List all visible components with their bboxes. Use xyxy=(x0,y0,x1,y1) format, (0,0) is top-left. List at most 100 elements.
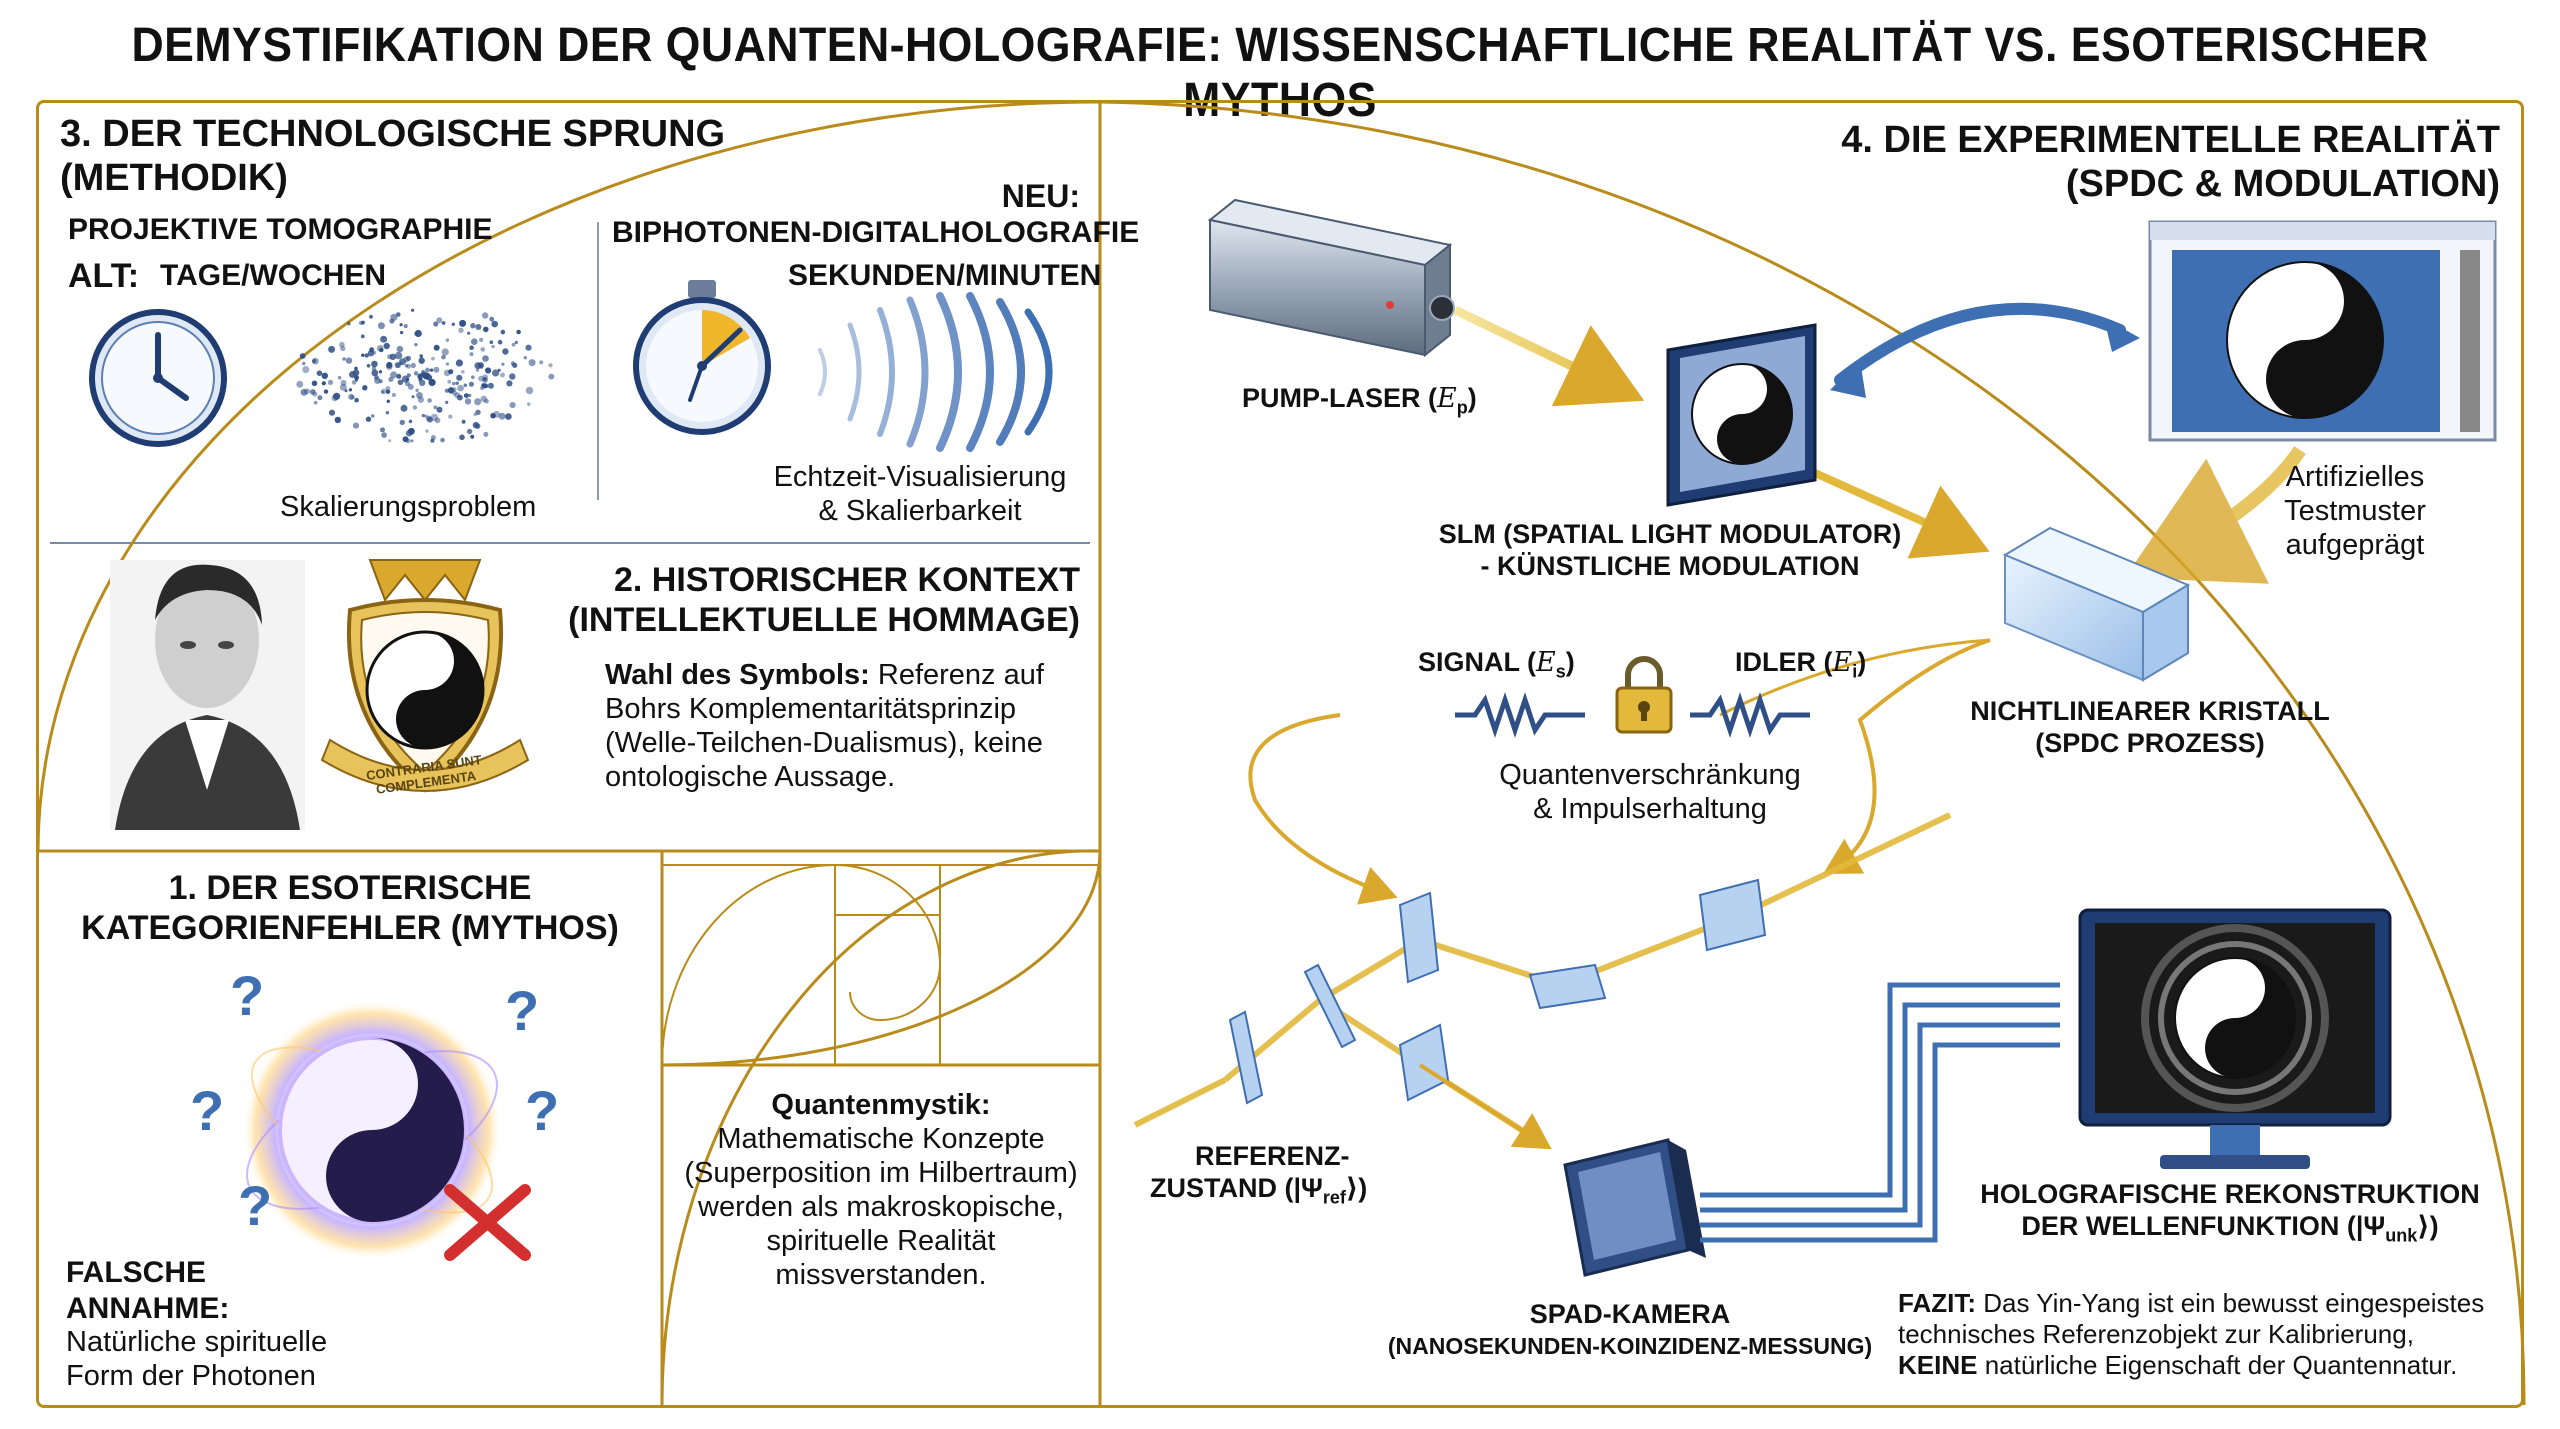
holographic-reconstruction-label: HOLOGRAFISCHE REKONSTRUKTION DER WELLENF… xyxy=(1980,1179,2480,1246)
scatter-dot xyxy=(412,405,418,410)
scatter-dot xyxy=(316,370,323,377)
scatter-dot xyxy=(366,364,371,368)
scatter-dot xyxy=(472,421,480,429)
data-cables xyxy=(1700,982,2060,1243)
scatter-dot xyxy=(474,398,482,406)
pump-laser-label: PUMP-LASER (Ep) xyxy=(1242,383,1477,418)
scatter-dot xyxy=(454,392,461,399)
scatter-dot xyxy=(400,404,408,412)
scatter-dot xyxy=(470,323,476,329)
spiral-arc-2 xyxy=(1099,100,2526,1406)
signal-wave xyxy=(1455,692,1585,738)
section1-heading: 1. DER ESOTERISCHE KATEGORIENFEHLER (MYT… xyxy=(81,869,619,947)
scatter-dot xyxy=(441,321,446,325)
scatter-dot xyxy=(525,386,534,395)
scatter-dot xyxy=(386,361,393,369)
scatter-dot xyxy=(457,384,464,392)
scatter-dot xyxy=(509,373,516,380)
scatter-dot xyxy=(498,412,506,420)
scatter-dot xyxy=(505,413,512,420)
stopwatch-icon xyxy=(633,280,771,435)
scatter-dot xyxy=(354,397,359,403)
old-tag: ALT: xyxy=(68,257,140,295)
scatter-dot xyxy=(428,378,436,387)
scatter-dot xyxy=(482,312,489,319)
scatter-dot xyxy=(421,371,427,377)
scatter-dot xyxy=(405,377,410,382)
scatter-dot xyxy=(539,360,544,365)
scatter-dot xyxy=(512,362,518,368)
scatter-dot xyxy=(389,318,395,324)
scatter-dot xyxy=(339,341,345,348)
scatter-dot xyxy=(483,377,487,381)
scatter-dot xyxy=(456,374,463,381)
scatter-dot xyxy=(501,362,505,366)
scatter-dot xyxy=(381,388,387,395)
scatter-dot xyxy=(317,395,323,401)
scatter-dot xyxy=(410,362,416,369)
scatter-dot xyxy=(461,419,466,424)
scatter-dot xyxy=(405,429,413,437)
scatter-dot xyxy=(433,366,440,373)
scatter-dot xyxy=(528,359,536,367)
svg-text:?: ? xyxy=(525,1079,559,1142)
scatter-dot xyxy=(548,373,555,380)
scatter-dot xyxy=(490,412,496,419)
clock-icon xyxy=(89,309,227,447)
scatter-dot xyxy=(426,416,433,423)
mystic-yin-yang-icon xyxy=(242,1000,502,1260)
scatter-dot xyxy=(391,393,396,397)
scatter-dot xyxy=(469,352,474,357)
monitor-icon xyxy=(2078,908,2392,1169)
idler-wave xyxy=(1690,692,1810,738)
scatter-dot xyxy=(385,389,391,394)
svg-text:?: ? xyxy=(190,1079,224,1142)
scatter-dot xyxy=(548,363,553,368)
scatter-dot xyxy=(477,362,484,368)
old-caption: Skalierungsproblem xyxy=(280,491,537,523)
scatter-dot xyxy=(500,372,505,378)
scatter-dot xyxy=(497,368,501,372)
scatter-dot xyxy=(300,388,308,396)
scatter-dot xyxy=(421,413,425,418)
scatter-dot xyxy=(321,381,326,386)
scatter-dot xyxy=(458,327,464,333)
scatter-dot xyxy=(345,357,353,364)
scatter-dot xyxy=(323,389,329,394)
scatter-dot xyxy=(481,383,486,388)
scatter-dot xyxy=(473,412,477,417)
false-assumption-label: FALSCHE ANNAHME: xyxy=(66,1256,230,1325)
scatter-dot xyxy=(511,342,516,347)
false-assumption-text: Natürliche spirituelle Form der Photonen xyxy=(66,1326,328,1392)
scatter-dot xyxy=(489,316,495,322)
scatter-dot xyxy=(383,342,390,350)
scatter-dot xyxy=(459,319,467,327)
scatter-dot xyxy=(418,357,425,364)
scatter-dot xyxy=(340,379,347,386)
scatter-dot xyxy=(441,348,449,356)
scatter-dot xyxy=(352,422,360,429)
scatter-dot xyxy=(410,439,414,443)
scatter-dot xyxy=(427,398,432,403)
scatter-dot xyxy=(482,355,489,362)
scatter-dot xyxy=(506,380,513,387)
scatter-dot xyxy=(475,368,480,372)
scatter-dot xyxy=(426,373,430,377)
signal-label: SIGNAL (Es) xyxy=(1418,647,1575,682)
scatter-dot xyxy=(469,345,474,351)
scatter-dot xyxy=(362,385,368,391)
scatter-dot xyxy=(514,340,518,345)
scatter-dot xyxy=(418,373,423,378)
scatter-dot xyxy=(365,416,372,422)
scatter-dot xyxy=(463,383,468,388)
spad-camera-label: SPAD-KAMERA (NANOSEKUNDEN-KOINZIDENZ-MES… xyxy=(1387,1299,1873,1359)
scatter-dot xyxy=(350,395,355,400)
scatter-dot xyxy=(312,359,317,364)
scatter-dot xyxy=(385,386,391,391)
scatter-dot xyxy=(390,371,398,379)
section2-text: Wahl des Symbols: Referenz auf Bohrs Kom… xyxy=(605,659,1044,793)
scatter-dot xyxy=(448,414,453,419)
scatter-dot xyxy=(523,356,527,360)
scatter-dot xyxy=(372,351,377,355)
conclusion-text: FAZIT: Das Yin-Yang ist ein bewusst eing… xyxy=(1898,1288,2485,1380)
